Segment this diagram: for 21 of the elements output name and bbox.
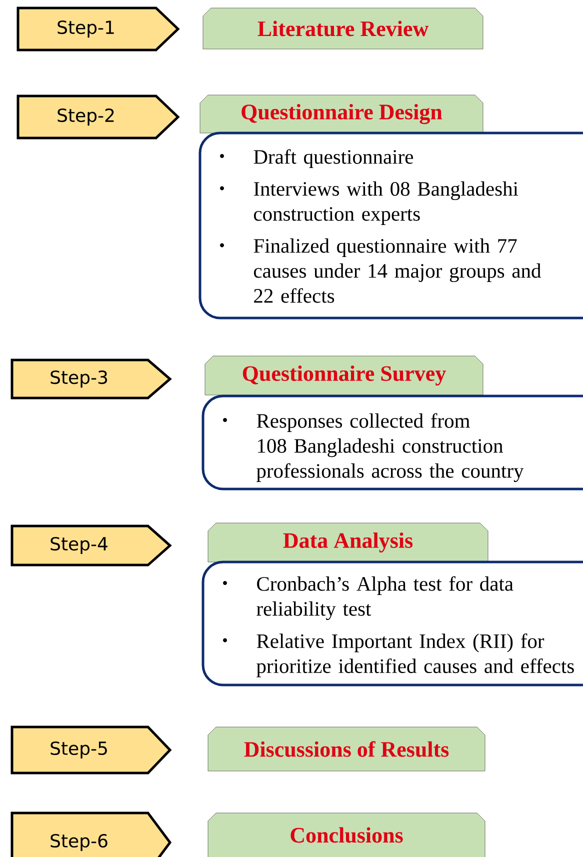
bullet-box	[198, 132, 583, 320]
heading-box: Literature Review	[202, 8, 484, 50]
heading-box: Data Analysis	[208, 522, 488, 562]
heading-box: Discussions of Results	[208, 726, 486, 772]
heading-box: Questionnaire Design	[200, 94, 484, 134]
heading-box: Questionnaire Survey	[204, 356, 484, 396]
bullet-text: Draft questionnaire	[254, 149, 414, 168]
step-tag: Step-5	[10, 726, 172, 774]
step-tag: Step-3	[10, 358, 172, 400]
bullet-text: Cronbach’s Alpha test for data reliability test	[256, 576, 514, 620]
bullet-text: Relative Important Index (RII) for prioritize identified causes and effects	[256, 633, 574, 678]
bullet-text: Interviews with 08 Bangladeshi construction experts	[254, 181, 518, 225]
heading-box: Conclusions	[208, 812, 486, 857]
bullet-text: Finalized questionnaire with 77 causes under 14 major groups and 22 effects	[254, 238, 541, 303]
step-tag: Step-2	[16, 94, 180, 140]
bullet-box	[202, 394, 583, 490]
bullet-text: Responses collected from 108 Bangladeshi construction professionals across the country	[256, 413, 524, 482]
bullet-box	[202, 560, 583, 686]
step-tag: Step-6	[10, 812, 172, 857]
step-tag: Step-4	[10, 524, 172, 566]
step-tag: Step-1	[16, 6, 180, 52]
